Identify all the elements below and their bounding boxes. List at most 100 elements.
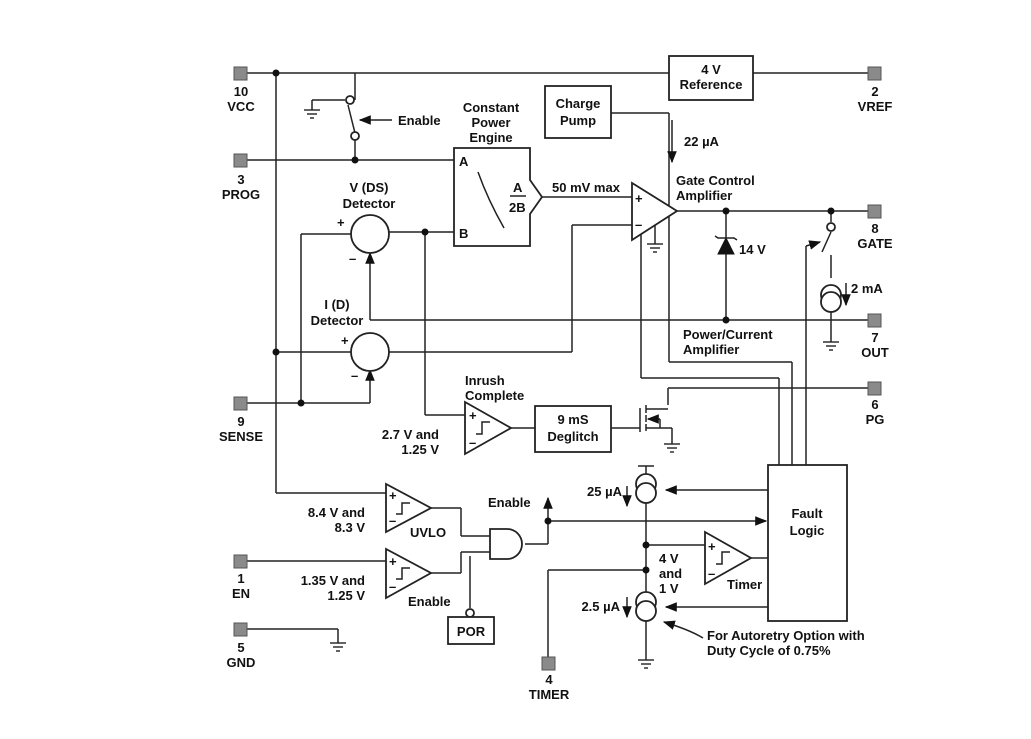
svg-text:Charge: Charge: [556, 96, 601, 111]
current-source-2-5ua: [635, 591, 657, 622]
svg-text:–: –: [351, 368, 358, 383]
svg-text:Power: Power: [471, 115, 510, 130]
pin-pg: 6 PG: [866, 381, 884, 427]
gate-control-amplifier: + –: [631, 181, 679, 242]
pins: 10 VCC 3 PROG 9 SENSE 1 EN 5 GND 2 VREF …: [219, 66, 893, 702]
current-2ma-label: 2 mA: [851, 281, 883, 296]
svg-text:B: B: [459, 226, 468, 241]
charge-pump-block: Charge Pump: [544, 85, 612, 139]
vds-detector: + –: [337, 214, 390, 266]
svg-text:10: 10: [234, 84, 248, 99]
power-current-amp-label: Power/Current: [683, 327, 773, 342]
svg-text:–: –: [349, 251, 356, 266]
svg-text:–: –: [389, 579, 396, 594]
inrush-label: Inrush: [465, 373, 505, 388]
current-source-25ua: [635, 473, 657, 504]
svg-text:Deglitch: Deglitch: [547, 429, 598, 444]
current-25ua-label: 25 µA: [587, 484, 623, 499]
svg-text:Duty Cycle of 0.75%: Duty Cycle of 0.75%: [707, 643, 831, 658]
svg-text:Reference: Reference: [680, 77, 743, 92]
svg-text:GATE: GATE: [857, 236, 892, 251]
timer-comparator: + –: [704, 530, 753, 586]
svg-text:–: –: [635, 217, 642, 232]
svg-text:Amplifier: Amplifier: [683, 342, 739, 357]
ground-icon: [647, 243, 663, 253]
pin-sense: 9 SENSE: [219, 396, 263, 444]
svg-text:+: +: [337, 215, 345, 230]
pg-transistor: [639, 405, 668, 432]
current-2-5ua-label: 2.5 µA: [581, 599, 620, 614]
inrush-thresh-label: 2.7 V and: [382, 427, 439, 442]
svg-text:1: 1: [237, 571, 244, 586]
svg-text:8: 8: [871, 221, 878, 236]
pin-prog: 3 PROG: [222, 153, 260, 202]
svg-text:VCC: VCC: [227, 99, 255, 114]
ground-symbols: [304, 109, 839, 669]
svg-text:+: +: [389, 554, 397, 569]
labels: Enable V (DS) Detector I (D) Detector 50…: [301, 113, 884, 658]
enable-comparator: + –: [385, 547, 433, 600]
svg-text:–: –: [389, 513, 396, 528]
pin-out: 7 OUT: [861, 313, 889, 360]
svg-text:Logic: Logic: [790, 523, 825, 538]
svg-text:1.25 V: 1.25 V: [401, 442, 439, 457]
timer-label: Timer: [727, 577, 762, 592]
pin-gate: 8 GATE: [857, 204, 893, 251]
por-block: POR: [447, 616, 495, 645]
svg-text:+: +: [708, 539, 716, 554]
svg-text:SENSE: SENSE: [219, 429, 263, 444]
ground-icon: [304, 109, 320, 119]
svg-text:9: 9: [237, 414, 244, 429]
svg-text:+: +: [389, 488, 397, 503]
svg-text:3: 3: [237, 172, 244, 187]
ground-icon: [638, 659, 654, 669]
ground-icon: [664, 443, 680, 453]
svg-text:Complete: Complete: [465, 388, 524, 403]
uvlo-thresh-label: 8.4 V and: [308, 505, 365, 520]
autoretry-note: For Autoretry Option with: [707, 628, 865, 643]
svg-text:2B: 2B: [509, 200, 526, 215]
current-source-2ma: [820, 283, 851, 313]
svg-text:TIMER: TIMER: [529, 687, 570, 702]
reference-block: 4 V Reference: [668, 55, 754, 101]
timer-thresh-label: 4 V: [659, 551, 679, 566]
inrush-comparator: + –: [464, 400, 513, 456]
pin-timer: 4 TIMER: [529, 656, 570, 702]
id-detector-label: I (D): [324, 297, 349, 312]
constant-power-engine: Constant Power Engine A B A 2B: [453, 100, 544, 247]
svg-text:Amplifier: Amplifier: [676, 188, 732, 203]
svg-text:Pump: Pump: [560, 113, 596, 128]
svg-text:and: and: [659, 566, 682, 581]
svg-text:Detector: Detector: [343, 196, 396, 211]
svg-text:+: +: [469, 408, 477, 423]
svg-text:2: 2: [871, 84, 878, 99]
pin-vcc: 10 VCC: [227, 66, 255, 114]
svg-text:VREF: VREF: [858, 99, 893, 114]
wires: [247, 72, 868, 660]
svg-text:A: A: [459, 154, 469, 169]
vds-detector-label: V (DS): [350, 180, 389, 195]
svg-text:+: +: [341, 333, 349, 348]
svg-text:1 V: 1 V: [659, 581, 679, 596]
svg-text:PROG: PROG: [222, 187, 260, 202]
svg-text:A: A: [513, 180, 523, 195]
svg-text:9 mS: 9 mS: [557, 412, 588, 427]
limit-label: 50 mV max: [552, 180, 621, 195]
svg-text:GND: GND: [227, 655, 256, 670]
svg-text:7: 7: [871, 330, 878, 345]
svg-text:+: +: [635, 191, 643, 206]
ground-icon: [823, 341, 839, 351]
current-22ua-label: 22 µA: [684, 134, 720, 149]
fault-logic-block: Fault Logic: [767, 464, 848, 622]
zener-diode: [714, 235, 738, 255]
svg-text:5: 5: [237, 640, 244, 655]
svg-text:6: 6: [871, 397, 878, 412]
zener-label: 14 V: [739, 242, 766, 257]
enable-top-label: Enable: [398, 113, 441, 128]
ground-icon: [330, 642, 346, 652]
svg-text:POR: POR: [457, 624, 486, 639]
svg-text:Detector: Detector: [311, 313, 364, 328]
svg-text:–: –: [708, 566, 715, 581]
svg-text:–: –: [469, 435, 476, 450]
and-gate: [489, 528, 523, 560]
